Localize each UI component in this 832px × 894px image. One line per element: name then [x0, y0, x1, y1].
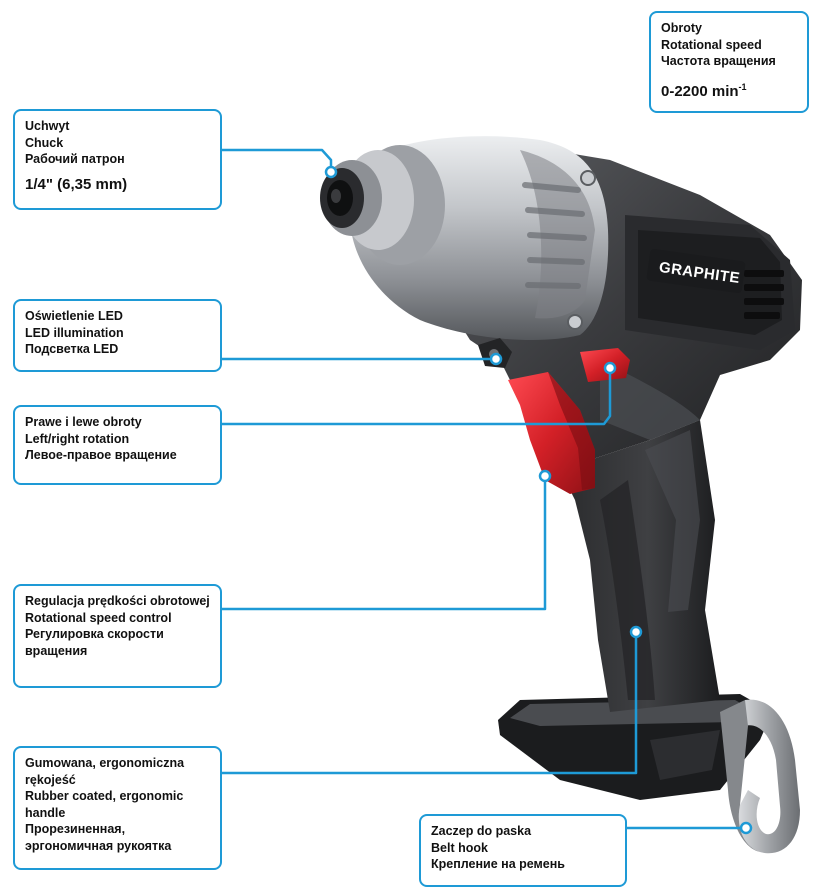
callout-handle-label-pl: Gumowana, ergonomiczna rękojeść — [25, 756, 185, 787]
callout-rotation-label-pl: Prawe i lewe obroty — [25, 415, 142, 429]
callout-speed-control: Regulacja prędkości obrotowej Rotational… — [13, 584, 222, 688]
callout-chuck-spec: 1/4" (6,35 mm) — [25, 175, 128, 193]
callout-led-label-en: LED illumination — [25, 325, 124, 340]
callout-speed-label-pl: Obroty — [661, 21, 702, 35]
callout-control-label-en: Rotational speed control — [25, 610, 172, 625]
callout-hook-label-ru: Крепление на ремень — [431, 857, 565, 871]
callout-led-label-ru: Подсветка LED — [25, 342, 119, 356]
brand-logo: GRAPHITE — [646, 248, 746, 294]
callout-belt-hook: Zaczep do paska Belt hook Крепление на р… — [419, 814, 627, 887]
callout-rubber-handle: Gumowana, ergonomiczna rękojeść Rubber c… — [13, 746, 222, 870]
callout-chuck-label-ru: Рабочий патрон — [25, 152, 125, 166]
callout-led-label-pl: Oświetlenie LED — [25, 309, 123, 323]
belt-hook — [720, 699, 800, 854]
callout-hook-label-pl: Zaczep do paska — [431, 824, 532, 838]
callout-hook-label-en: Belt hook — [431, 840, 488, 855]
direction-switch — [580, 348, 630, 382]
callout-chuck-label-en: Chuck — [25, 135, 64, 150]
vent-slots — [744, 270, 784, 319]
callout-control-label-ru: Регулировка скорости вращения — [25, 627, 164, 658]
callout-rotation-label-en: Left/right rotation — [25, 431, 130, 446]
callout-handle-label-en: Rubber coated, ergonomic handle — [25, 789, 184, 820]
callout-rotational-speed: Obroty Rotational speed Частота вращения… — [649, 11, 809, 113]
callout-left-right-rotation: Prawe i lewe obroty Left/right rotation … — [13, 405, 222, 485]
callout-handle-label-ru: Прорезиненная, эргономичная рукоятка — [25, 822, 172, 853]
callout-led-illumination: Oświetlenie LED LED illumination Подсвет… — [13, 299, 222, 372]
speed-spec-value: 0-2200 min — [661, 82, 739, 100]
callout-speed-label-en: Rotational speed — [661, 37, 762, 52]
chuck — [320, 145, 445, 265]
callout-speed-spec: 0-2200 min-1 — [661, 77, 797, 102]
callout-rotation-label-ru: Левое-правое вращение — [25, 448, 177, 462]
callout-control-label-pl: Regulacja prędkości obrotowej — [25, 594, 210, 608]
callout-chuck-label-pl: Uchwyt — [25, 119, 70, 133]
speed-spec-exponent: -1 — [738, 81, 747, 92]
callout-chuck: Uchwyt Chuck Рабочий патрон 1/4" (6,35 m… — [13, 109, 222, 210]
callout-speed-label-ru: Частота вращения — [661, 54, 776, 68]
